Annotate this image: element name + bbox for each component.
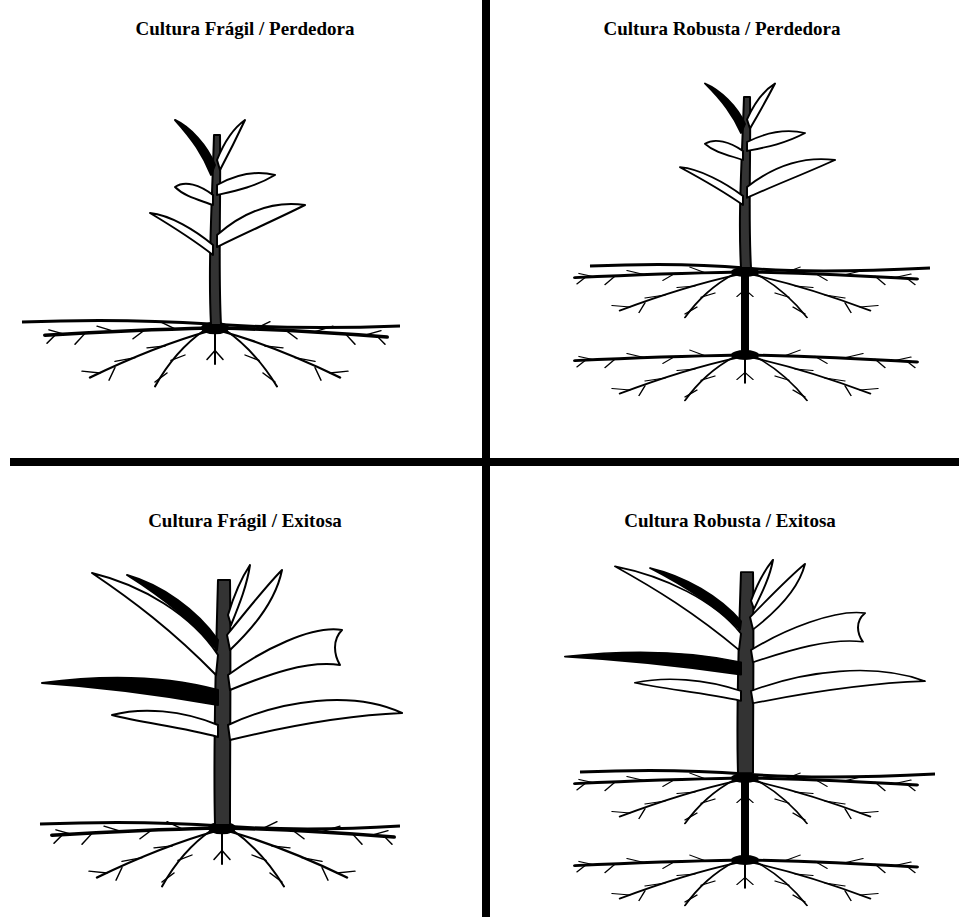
root-system — [575, 855, 917, 905]
root-system — [52, 822, 394, 887]
quadrant-title: Cultura Robusta / Perdedora — [600, 18, 845, 41]
quadrant-title: Cultura Robusta / Exitosa — [620, 510, 840, 533]
plant — [565, 560, 925, 773]
root-system — [575, 267, 917, 317]
plant — [150, 120, 305, 325]
quadrant-title: Cultura Frágil / Exitosa — [144, 510, 346, 533]
root-system — [575, 773, 917, 823]
quadrant-title: Cultura Frágil / Perdedora — [132, 18, 359, 41]
plant — [680, 83, 835, 268]
root-system — [45, 322, 387, 387]
root-system — [575, 350, 917, 400]
ground-line — [590, 264, 930, 271]
divider-horizontal — [10, 458, 959, 466]
plant — [42, 565, 402, 825]
